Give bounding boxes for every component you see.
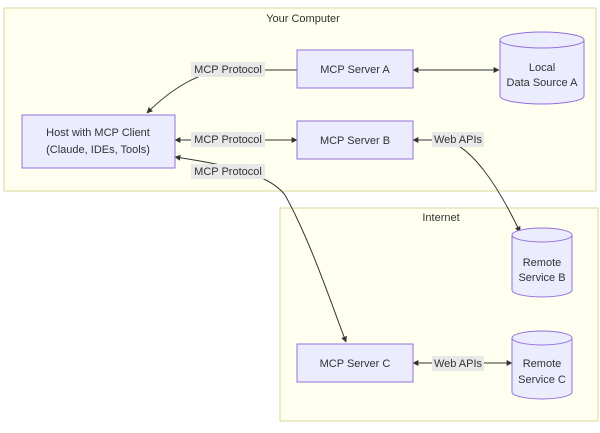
group-title-your-computer: Your Computer [266, 13, 340, 25]
edge-label-text-host-b: MCP Protocol [194, 134, 262, 146]
edge-label-text-b-remote: Web APIs [434, 134, 483, 146]
node-local-line2: Data Source A [507, 77, 579, 89]
node-remote-c-line1: Remote [523, 358, 562, 370]
node-server-a-label: MCP Server A [320, 64, 390, 76]
node-server-c-label: MCP Server C [320, 358, 391, 370]
node-server-c[interactable]: MCP Server C [296, 343, 414, 383]
edge-label-b-remote: Web APIs [432, 132, 484, 147]
node-remote-b-line1: Remote [523, 257, 562, 269]
edge-label-host-c: MCP Protocol [191, 164, 265, 179]
node-server-b-label: MCP Server B [320, 135, 390, 147]
edge-label-c-remote: Web APIs [432, 356, 484, 371]
node-host-line2: (Claude, IDEs, Tools) [46, 144, 150, 156]
node-remote-service-c[interactable]: Remote Service C [511, 330, 573, 400]
node-server-b[interactable]: MCP Server B [296, 120, 414, 160]
edge-label-host-b: MCP Protocol [191, 132, 265, 147]
node-local-data-source[interactable]: Local Data Source A [499, 31, 585, 105]
node-remote-c-line2: Service C [518, 374, 566, 386]
node-remote-service-b[interactable]: Remote Service B [511, 227, 573, 298]
edge-label-text-host-a: MCP Protocol [194, 64, 262, 76]
group-title-internet: Internet [422, 212, 459, 224]
node-server-a[interactable]: MCP Server A [296, 49, 414, 89]
edge-label-text-host-c: MCP Protocol [194, 166, 262, 178]
node-remote-b-line2: Service B [518, 272, 565, 284]
edge-label-host-a: MCP Protocol [191, 62, 265, 77]
node-local-line1: Local [529, 62, 555, 74]
node-host-line1: Host with MCP Client [46, 127, 150, 139]
edge-label-text-c-remote: Web APIs [434, 358, 483, 370]
node-host[interactable]: Host with MCP Client (Claude, IDEs, Tool… [21, 114, 176, 169]
